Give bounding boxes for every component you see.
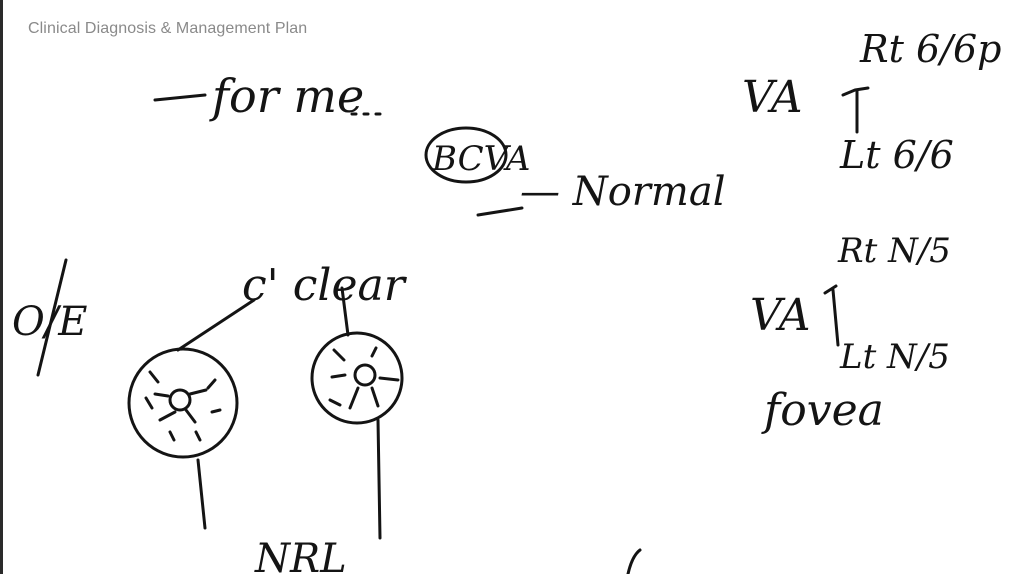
bcva-circle [424,126,508,184]
va-distance-le: Lt 6/6 [839,133,954,177]
va-near-note: fovea [761,385,884,436]
complaint-arrow [153,93,207,102]
fundus-finding-text: NRL [254,536,347,574]
complaint-text: for me [209,69,364,123]
left-disc [168,388,192,412]
va-distance-label: VA [742,72,803,123]
va-near-label: VA [750,290,811,341]
exam-slash [36,258,68,377]
section-title: Clinical Diagnosis & Management Plan [28,20,308,37]
va-near-re: Rt N/5 [837,231,951,271]
bcva-result-text: — Normal [520,169,726,215]
lens-pointer-right [340,286,350,337]
va-distance-bracket [841,86,870,134]
lens-finding-text: c' clear [242,260,408,311]
exam-label: O/E [12,299,87,345]
right-eye-circle [310,331,404,425]
va-distance-re: Rt 6/6p [859,27,1001,71]
right-nrl-line [376,418,382,540]
page-left-edge [0,0,3,574]
bcva-text: BCVA [431,139,530,179]
normal-dash [476,206,524,217]
left-nrl-line [196,458,207,530]
left-eye-circle [127,347,239,459]
va-near-le: Lt N/5 [839,337,950,377]
right-disc [353,363,377,387]
bottom-stroke [626,548,642,574]
lens-pointer-left [176,298,256,352]
va-near-bracket [823,284,840,347]
